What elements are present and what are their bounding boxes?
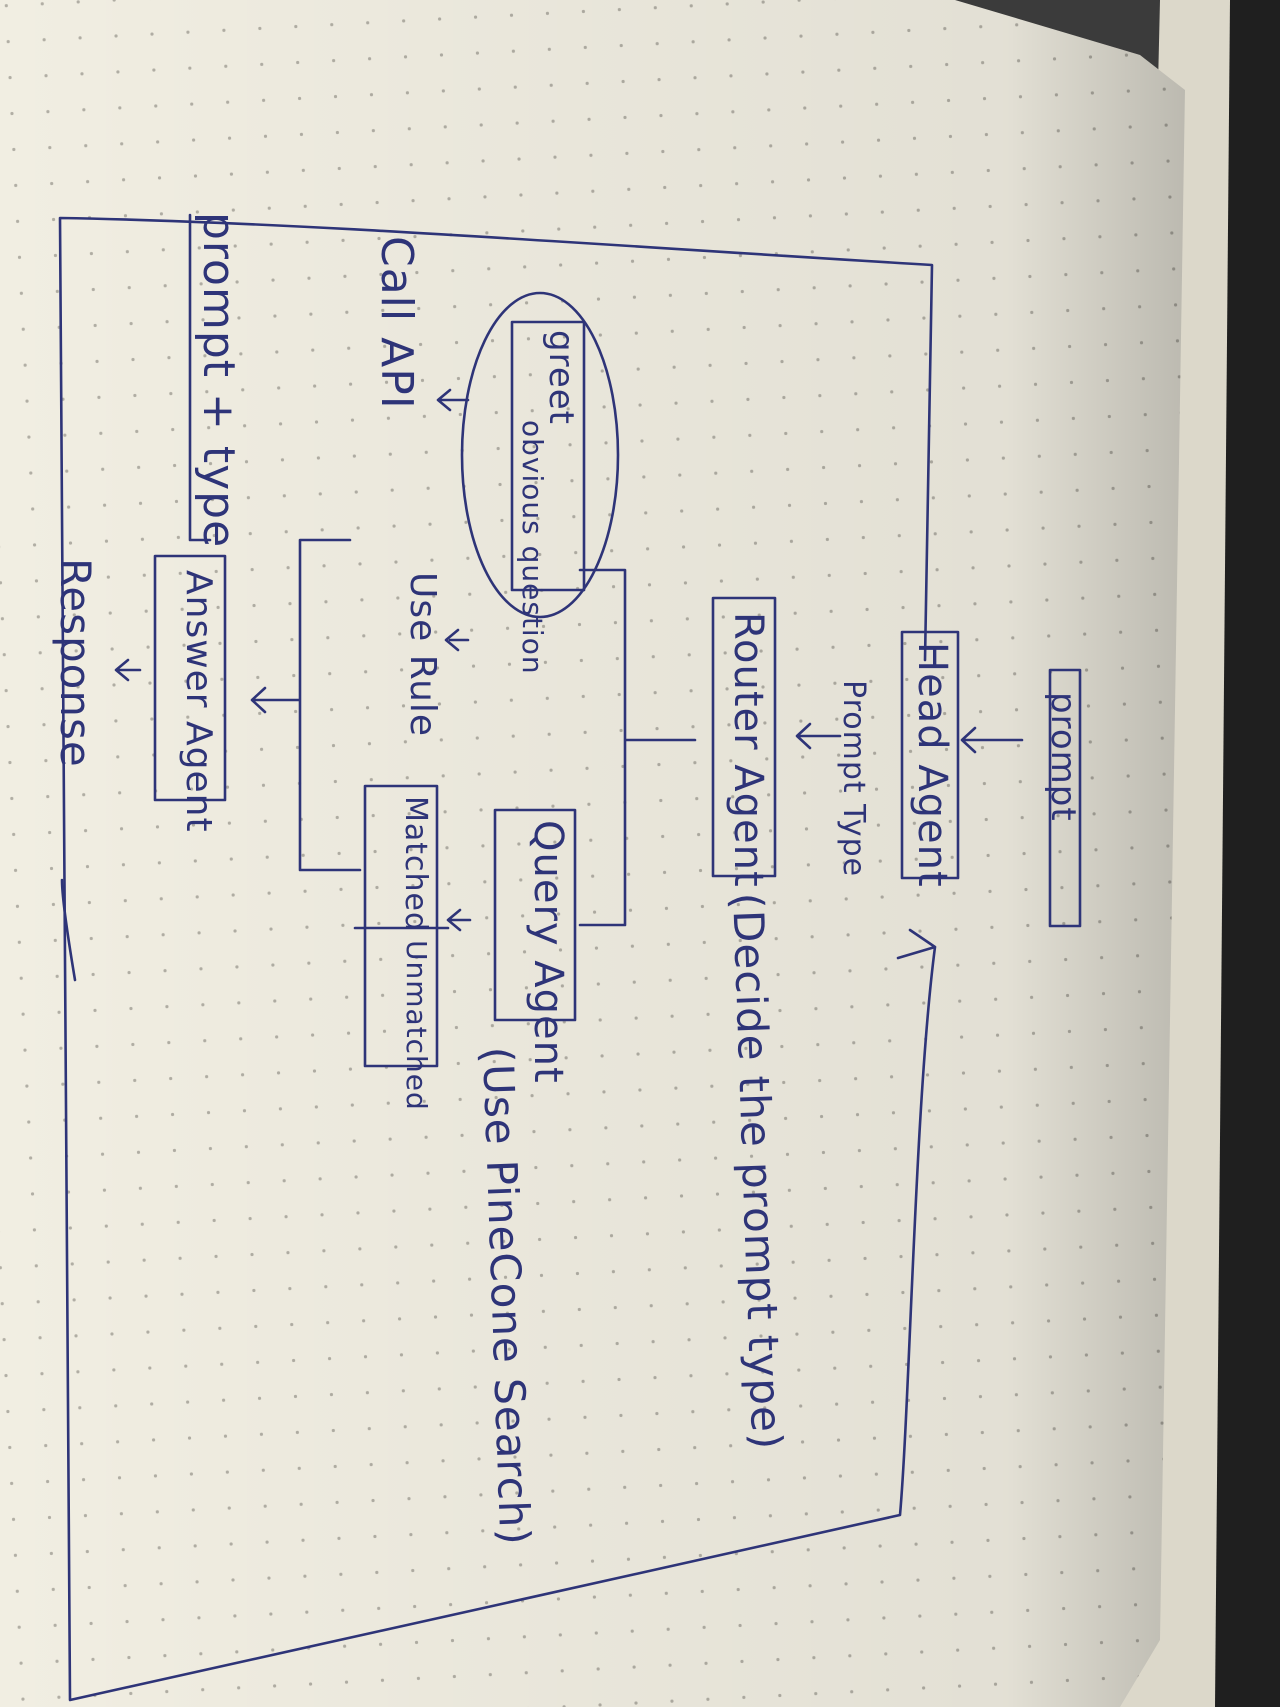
arrow-greeting-callapi <box>436 388 470 412</box>
label-head-agent: Head Agent <box>909 642 955 888</box>
merge-line <box>250 538 362 872</box>
box-prompt <box>1048 668 1082 928</box>
label-use-rule: Use Rule <box>402 572 443 738</box>
label-obvious-question: obvious question <box>516 420 549 675</box>
arrow-query-match <box>446 908 472 932</box>
label-router-agent: Router Agent <box>725 612 771 888</box>
label-prompt-type: Prompt Type <box>836 680 871 878</box>
label-query-agent: Query Agent <box>525 820 571 1084</box>
label-greeting: greet <box>541 330 581 425</box>
circle-greeting <box>460 291 620 619</box>
router-split-line <box>578 568 697 927</box>
api-line <box>188 213 212 542</box>
label-prompt: prompt <box>1043 692 1083 822</box>
box-greeting <box>510 320 586 592</box>
arrow-head-router <box>795 722 842 750</box>
box-query-agent <box>493 808 577 1022</box>
feedback-loop-line <box>58 216 937 1702</box>
label-response: Response <box>51 558 100 768</box>
label-prompt-plus-type: prompt + type <box>193 212 244 549</box>
box-router-agent <box>711 596 777 878</box>
arrow-answer-response <box>114 658 142 682</box>
label-matched: Matched <box>398 796 433 933</box>
box-matched <box>363 784 439 1068</box>
arrow-greeting-userule <box>444 628 470 652</box>
label-unmatched: Unmatched <box>400 940 433 1111</box>
label-call-api: Call API <box>371 236 422 410</box>
box-answer-agent <box>153 554 227 802</box>
arrow-prompt-head <box>960 726 1024 754</box>
box-head-agent <box>900 630 960 880</box>
response-line <box>60 878 77 982</box>
label-answer-agent: Answer Agent <box>178 570 219 833</box>
